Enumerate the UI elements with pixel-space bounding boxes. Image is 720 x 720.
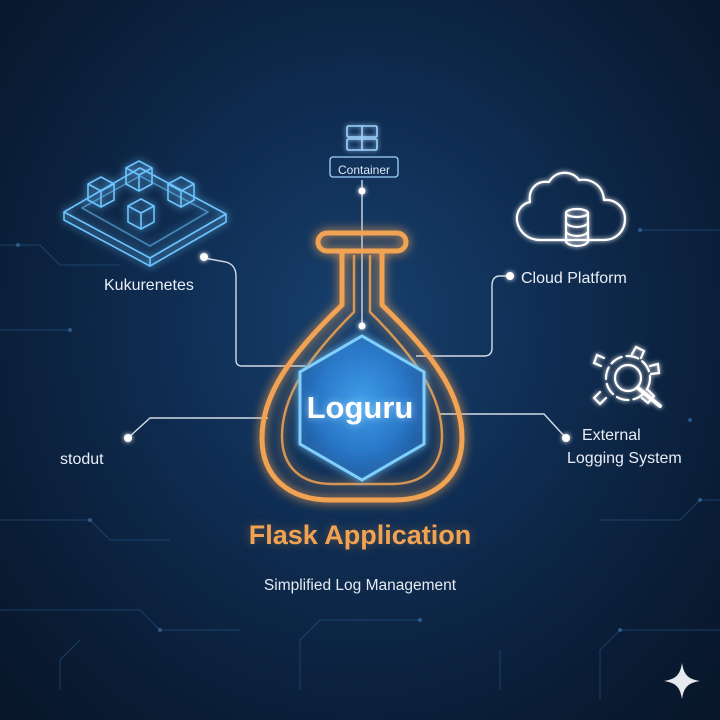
magnifier-gear-icon [592, 345, 662, 408]
container-label: Container [337, 163, 391, 177]
cloud-database-icon [515, 171, 627, 248]
kubernetes-label: Kukurenetes [104, 277, 194, 294]
stdout-label: stodut [60, 451, 104, 468]
flask-body-outer [259, 248, 465, 503]
flask-body-inner [280, 254, 444, 486]
loguru-hexagon [298, 334, 426, 482]
dot-stdout [124, 434, 132, 442]
server-stack-icon [346, 125, 378, 151]
flask-rim [315, 230, 409, 254]
external-label-line2: Logging System [567, 450, 682, 467]
connector-dots [124, 187, 570, 442]
external-label-line1: External [582, 427, 641, 444]
cloud-platform-label: Cloud Platform [521, 270, 627, 287]
page-subtitle: Simplified Log Management [263, 577, 457, 594]
page-title: Flask Application [248, 520, 472, 550]
container-label-box [329, 156, 399, 178]
sparkle-icon [664, 663, 700, 699]
cubes-platform-icon [63, 160, 227, 267]
dot-external [562, 434, 570, 442]
dot-cloud [506, 272, 514, 280]
connector-kubernetes [203, 257, 306, 367]
dot-container-bottom [358, 322, 366, 330]
background-dots [16, 228, 702, 632]
connectors [127, 180, 567, 439]
database-icon [564, 207, 590, 248]
background-circuit [0, 229, 720, 700]
loguru-label: Loguru [306, 390, 414, 425]
dot-kubernetes [200, 253, 208, 261]
flask-icon [259, 230, 465, 503]
connector-external [440, 413, 567, 439]
connector-cloud [416, 275, 510, 357]
dot-container-top [358, 187, 366, 195]
connector-stdout [127, 417, 268, 439]
